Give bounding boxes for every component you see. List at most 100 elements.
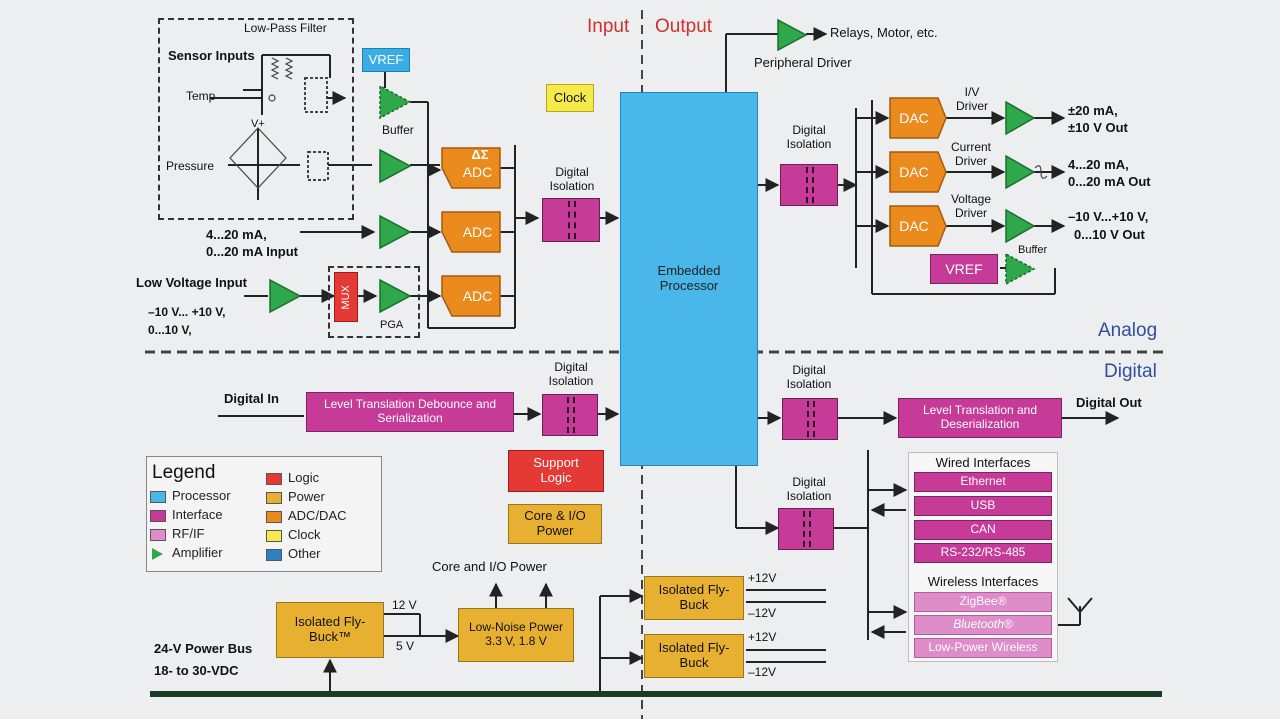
digital-isolation-dout-label: Digital Isolation xyxy=(786,363,832,391)
delta-sigma-symbol: ΔΣ xyxy=(471,147,489,162)
iv-driver-line1: I/V xyxy=(964,85,980,99)
amplifier-icon xyxy=(269,278,302,314)
vplus-label: V+ xyxy=(251,118,265,130)
level-translation-deserialization-block: Level Translation and Deserialization xyxy=(898,398,1062,438)
minus12-label-2: –12V xyxy=(748,665,777,679)
low-pass-filter-label: Low-Pass Filter xyxy=(244,21,327,35)
input-buffer-label: Buffer xyxy=(382,123,414,137)
minus12-label-1: –12V xyxy=(748,606,777,620)
vref-input-block: VREF xyxy=(362,48,410,72)
isolated-flybuck-main-block: Isolated Fly-Buck™ xyxy=(276,602,384,658)
legend-item-label: ADC/DAC xyxy=(288,508,347,523)
wireless-interfaces-title: Wireless Interfaces xyxy=(927,574,1039,589)
dac-shape xyxy=(889,151,947,193)
adc-shape xyxy=(441,275,501,317)
dac-shape xyxy=(889,97,947,139)
amplifier-swatch xyxy=(152,547,163,560)
out-iv-line1: ±20 mA, xyxy=(1068,103,1118,118)
adc-current-label: ADC xyxy=(462,224,493,240)
rs232-rs485-interface: RS-232/RS-485 xyxy=(914,543,1052,563)
dac-voltage-label: DAC xyxy=(899,218,929,234)
clock-swatch xyxy=(266,529,282,542)
voltage-driver-line1: Voltage xyxy=(950,192,992,206)
legend-item-label: Amplifier xyxy=(172,545,223,560)
legend-item: Clock xyxy=(266,527,347,546)
digital-isolation-dac-label: Digital Isolation xyxy=(786,123,832,151)
legend-item-label: Clock xyxy=(288,527,321,542)
digital-in-label: Digital In xyxy=(224,391,279,406)
legend-item: Amplifier xyxy=(150,545,231,564)
low-power-wireless-interface: Low-Power Wireless xyxy=(914,638,1052,658)
legend-title: Legend xyxy=(152,462,216,483)
adc-dac-swatch xyxy=(266,510,282,523)
bluetooth-interface: Bluetooth® xyxy=(914,615,1052,635)
legend-item: Other xyxy=(266,546,347,565)
legend-item-label: RF/IF xyxy=(172,526,205,541)
voltage-driver-line2: Driver xyxy=(955,206,987,220)
digital-isolation-din-block xyxy=(542,394,598,436)
voltage-range-line1: –10 V... +10 V, xyxy=(148,305,226,319)
voltage-range-line2: 0...10 V, xyxy=(148,323,192,337)
output-buffer-icon xyxy=(1005,252,1036,286)
rf-if-swatch xyxy=(150,528,166,541)
digital-isolation-dac-block xyxy=(780,164,838,206)
level-translation-debounce-block: Level Translation Debounce and Serializa… xyxy=(306,392,514,432)
processor-swatch xyxy=(150,490,166,503)
isolated-flybuck-1-block: Isolated Fly-Buck xyxy=(644,576,744,620)
power-swatch xyxy=(266,491,282,504)
out-current-line1: 4...20 mA, xyxy=(1068,157,1129,172)
wired-interfaces-title: Wired Interfaces xyxy=(935,455,1031,470)
legend-item-label: Processor xyxy=(172,488,231,503)
mux-label: MUX xyxy=(339,284,352,310)
dac-shape xyxy=(889,205,947,247)
zigbee-interface: ZigBee® xyxy=(914,592,1052,612)
clock-block: Clock xyxy=(546,84,594,112)
mux-block: MUX xyxy=(334,272,358,322)
low-voltage-input-label: Low Voltage Input xyxy=(136,275,247,290)
adc-voltage-label: ADC xyxy=(462,288,493,304)
current-input-line1: 4...20 mA, xyxy=(206,227,267,242)
digital-isolation-adc-block xyxy=(542,198,600,242)
amplifier-icon xyxy=(379,148,412,184)
amplifier-icon xyxy=(379,214,412,250)
core-io-power-label: Core and I/O Power xyxy=(432,559,547,574)
digital-isolation-din-label: Digital Isolation xyxy=(548,360,594,388)
digital-isolation-if-label: Digital Isolation xyxy=(786,475,832,503)
amplifier-icon xyxy=(379,278,412,314)
digital-isolation-dout-block xyxy=(782,398,838,440)
legend-item-label: Power xyxy=(288,489,325,504)
sensor-inputs-group xyxy=(158,18,354,220)
out-voltage-line1: –10 V...+10 V, xyxy=(1068,209,1149,224)
legend-item-label: Other xyxy=(288,546,321,561)
out-iv-line2: ±10 V Out xyxy=(1068,120,1128,135)
output-buffer-label: Buffer xyxy=(1018,244,1048,256)
embedded-processor: Embedded Processor xyxy=(620,92,758,466)
buffer-amplifier-icon xyxy=(379,84,412,120)
temp-label: Temp xyxy=(186,89,216,103)
vref-output-block: VREF xyxy=(930,254,998,284)
current-driver-line2: Driver xyxy=(955,154,987,168)
dac-iv-label: DAC xyxy=(899,110,929,126)
legend-item-label: Interface xyxy=(172,507,223,522)
usb-interface: USB xyxy=(914,496,1052,516)
isolated-flybuck-2-block: Isolated Fly-Buck xyxy=(644,634,744,678)
power-bus-label: 24-V Power Bus xyxy=(154,641,253,656)
dac-current-label: DAC xyxy=(899,164,929,180)
current-driver-line1: Current xyxy=(950,140,991,154)
sensor-inputs-label: Sensor Inputs xyxy=(168,48,255,63)
voltage-driver-amp-icon xyxy=(1005,208,1036,244)
legend-item: ADC/DAC xyxy=(266,508,347,527)
current-driver-amp-icon xyxy=(1005,154,1036,190)
legend-box xyxy=(146,456,382,572)
peripheral-driver-icon xyxy=(777,18,808,52)
low-noise-power-block: Low-Noise Power 3.3 V, 1.8 V xyxy=(458,608,574,662)
delta-sigma-adc-label: ADC xyxy=(462,164,493,180)
peripheral-driver-label: Peripheral Driver xyxy=(754,55,852,70)
ethernet-interface: Ethernet xyxy=(914,472,1052,492)
relays-motor-label: Relays, Motor, etc. xyxy=(830,25,938,40)
legend-item: Logic xyxy=(266,470,347,489)
digital-isolation-if-block xyxy=(778,508,834,550)
